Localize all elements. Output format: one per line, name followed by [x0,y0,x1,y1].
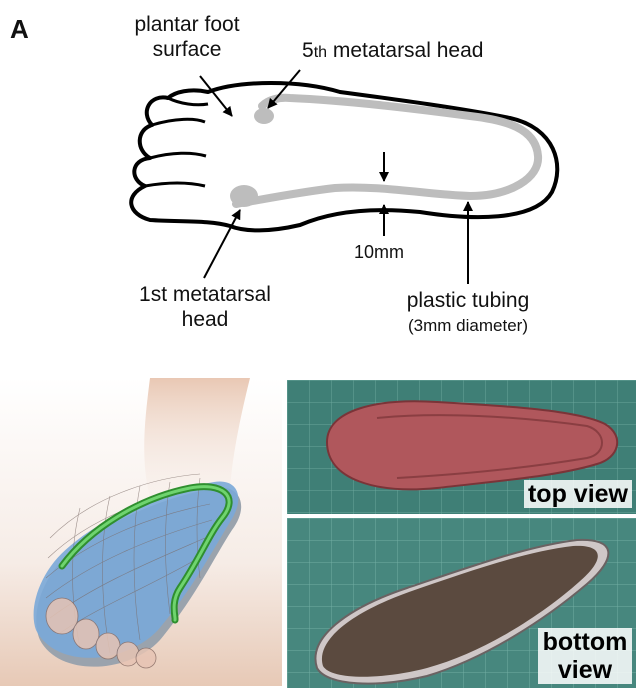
first-metatarsal-head [230,185,258,207]
label-first-line1: 1st metatarsal [120,282,290,307]
arrow-plantar [200,76,232,116]
toe-lines [145,98,208,186]
label-fifth-prefix: 5 [302,39,314,62]
top-view-photo: top view [287,380,636,514]
label-fifth-rest: metatarsal head [327,39,483,62]
arrow-first-meta [204,210,240,278]
label-first-metatarsal: 1st metatarsal head [120,282,290,332]
label-fifth-metatarsal: 5th metatarsal head [302,38,483,65]
top-view-caption: top view [524,480,632,508]
label-first-line2: head [120,307,290,332]
foot-render-illustration [0,378,282,686]
label-plantar-surface: plantar foot surface [112,12,262,62]
label-plantar-line2: surface [112,37,262,62]
arrow-fifth-meta [268,70,300,108]
label-spacing: 10mm [354,240,404,265]
label-plantar-line1: plantar foot [112,12,262,37]
label-tubing-line2: (3mm diameter) [378,313,558,338]
bottom-view-caption: bottom view [538,628,632,684]
bottom-view-photo: bottom view [287,518,636,688]
label-tubing-line1: plastic tubing [378,288,558,313]
fifth-metatarsal-head [254,108,274,124]
label-plastic-tubing: plastic tubing (3mm diameter) [378,288,558,338]
label-fifth-sup: th [314,44,327,61]
